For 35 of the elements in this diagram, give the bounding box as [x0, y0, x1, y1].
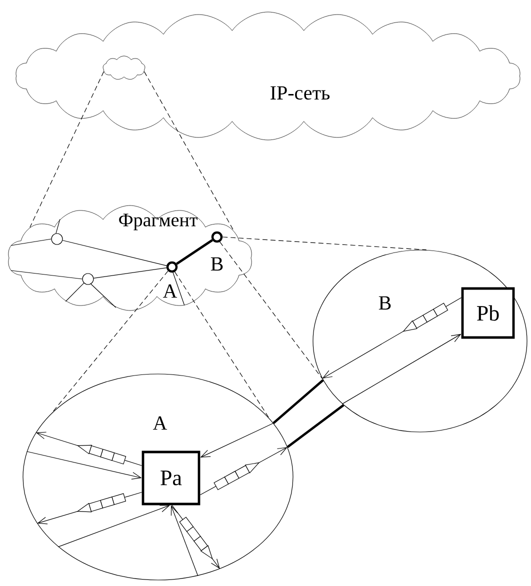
link-line [272, 379, 324, 424]
arrow [172, 504, 220, 569]
router-circle [51, 233, 63, 245]
arrow [36, 432, 142, 466]
line [93, 267, 167, 278]
link-line [286, 404, 344, 448]
line [62, 240, 167, 266]
line [172, 272, 185, 306]
router-circle [82, 273, 94, 285]
arrow [322, 297, 462, 379]
line [10, 238, 52, 246]
dashed-line [51, 270, 168, 414]
arrow [200, 447, 288, 496]
dashed-line [174, 272, 270, 418]
arrow [58, 505, 170, 548]
router-box: Pb [461, 287, 515, 339]
line [65, 282, 84, 302]
network-cloud: IP-сеть [16, 12, 520, 140]
arrow [26, 451, 142, 480]
arrow [37, 492, 142, 524]
point-label: B [210, 257, 223, 271]
line [10, 270, 82, 280]
arrow [200, 422, 274, 458]
dashed-line [222, 236, 427, 250]
dashed-line [220, 242, 322, 379]
arrow [342, 334, 462, 404]
link-line [176, 239, 213, 265]
point-label: A [162, 284, 178, 298]
line [56, 218, 60, 234]
arrow [170, 505, 198, 576]
line [90, 284, 116, 308]
small-cloud [102, 56, 146, 80]
router-box: Pa [142, 450, 200, 506]
dashed-line [30, 71, 104, 228]
dashed-line [144, 71, 234, 231]
